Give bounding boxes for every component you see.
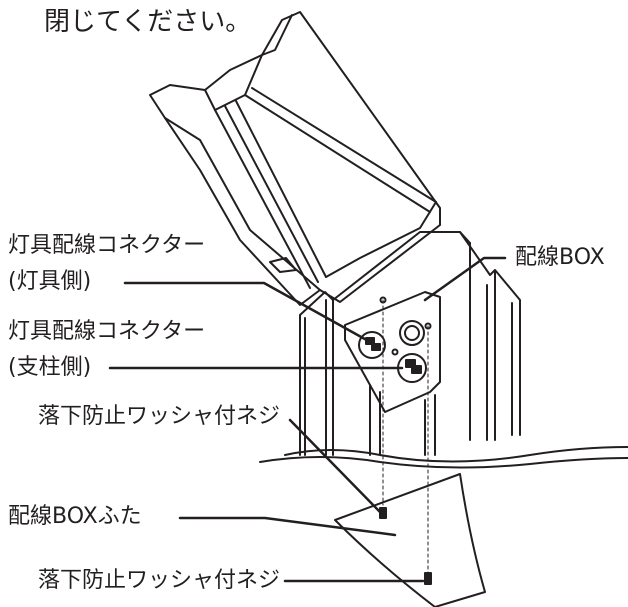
ground-line-upper	[284, 446, 628, 463]
leader-lines	[108, 256, 507, 583]
label-lamp-connector-pole-side-line1: 灯具配線コネクター	[8, 319, 206, 344]
label-wiring-box: 配線BOX	[515, 245, 605, 270]
leader-wiring-box-cover	[178, 516, 397, 537]
label-screw-upper: 落下防止ワッシャ付ネジ	[38, 404, 281, 429]
pole-left-inner	[304, 299, 327, 456]
label-lamp-connector-lamp-side-line2: (灯具側)	[8, 269, 92, 294]
screw-hole-mid	[391, 348, 399, 356]
knockout-hole	[399, 320, 425, 346]
pole-center-panel	[332, 231, 471, 301]
label-lamp-connector-pole-side-line2: (支柱側)	[8, 355, 92, 380]
leader-screw-upper	[288, 418, 382, 514]
instruction-text: 閉じてください。	[44, 7, 252, 37]
lamp-reflector-right	[244, 87, 437, 213]
lamp-housing-outline	[149, 11, 441, 303]
wiring-box-cover	[334, 473, 486, 607]
lamp-neck	[269, 257, 297, 273]
pole	[299, 231, 521, 456]
label-lamp-connector-lamp-side-line1: 灯具配線コネクター	[8, 233, 206, 258]
lamp-housing-bottom	[325, 201, 437, 278]
leader-lamp-side-connector	[123, 281, 374, 345]
knockout-hole-inner	[404, 325, 420, 341]
pole-inner-lines	[369, 384, 436, 456]
pole-side-connector	[405, 359, 422, 374]
lamp-side-connector-ring	[358, 331, 386, 359]
ground-line-lower	[259, 456, 628, 469]
label-screw-lower: 落下防止ワッシャ付ネジ	[38, 568, 281, 593]
label-wiring-box-cover: 配線BOXふた	[8, 504, 142, 529]
pole-right-column	[459, 231, 521, 441]
lamp-housing-inner-top	[204, 54, 263, 111]
cover-screw-lower	[424, 572, 432, 585]
lamp-reflector-left	[214, 100, 327, 289]
leader-wiring-box	[423, 256, 507, 302]
lamp-housing-fin	[261, 14, 293, 56]
lamp-head	[149, 11, 441, 306]
cover-screw-upper	[379, 507, 387, 519]
wiring-box-plate	[344, 291, 441, 413]
lamp-shade-lower	[164, 117, 321, 306]
